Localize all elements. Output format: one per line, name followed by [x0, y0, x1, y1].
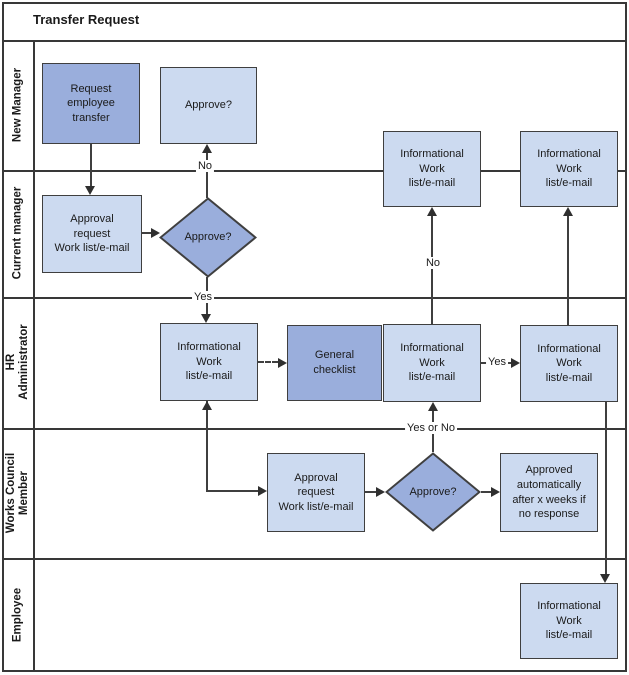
node-label: Approval request Work list/e-mail [278, 471, 354, 513]
arrowhead-right-icon [491, 487, 500, 497]
title-divider [2, 40, 627, 42]
arrowhead-right-icon [258, 486, 267, 496]
node-request-employee-transfer: Request employee transfer [42, 63, 140, 144]
node-label: Approved automatically after x weeks if … [512, 464, 586, 521]
node-label: Request employee transfer [67, 82, 115, 124]
arrowhead-up-icon [202, 144, 212, 153]
node-informational-top-right: Informational Work list/e-mail [520, 131, 618, 207]
arrowhead-up-icon [428, 402, 438, 411]
lane-divider-3 [2, 428, 627, 430]
node-label: Informational Work list/e-mail [177, 341, 241, 383]
arrowhead-up-icon [427, 207, 437, 216]
arrowhead-down-icon [85, 186, 95, 195]
lane-label-current-manager: Current manager [11, 186, 24, 280]
lane-label-column-divider [33, 40, 35, 670]
edge-hr-info3-to-employee-info [605, 402, 607, 575]
lane-divider-2 [2, 297, 627, 299]
edge-approval-request-to-decision [142, 232, 152, 234]
lane-label-works-council-member: Works Council Member [4, 452, 30, 534]
node-informational-hr-1: Informational Work list/e-mail [160, 323, 258, 401]
lane-label-new-manager: New Manager [11, 67, 24, 143]
edge-label-no-info-top-left: No [423, 257, 443, 269]
edge-decision-no-to-approve-box [206, 153, 208, 198]
node-label: Informational Work list/e-mail [400, 342, 464, 384]
edge-hr-info-to-council-request-horizontal [206, 490, 259, 492]
edge-hr-info-to-checklist-dashed [258, 361, 278, 363]
arrowhead-up-icon [563, 207, 573, 216]
edge-hr-info-to-council-request-vertical [206, 401, 208, 492]
node-label: Approve? [184, 231, 232, 244]
node-general-checklist: General checklist [287, 325, 382, 401]
decision-approve-works-council: Approve? [385, 452, 481, 532]
edge-hr-info2-no-to-info-top-left [431, 216, 433, 324]
node-label: Approve? [184, 99, 233, 112]
edge-label-yes-current-manager: Yes [192, 291, 214, 303]
lane-label-hr-administrator: HR Administrator [4, 324, 30, 400]
diamond-shape-icon [385, 452, 481, 532]
decision-approve-current-manager: Approve? [159, 197, 257, 278]
edge-label-yes-or-no-council: Yes or No [405, 422, 457, 434]
lane-label-employee: Employee [11, 587, 24, 643]
node-label: Approval request Work list/e-mail [54, 213, 130, 255]
arrowhead-right-icon [376, 487, 385, 497]
arrowhead-right-icon [151, 228, 160, 238]
node-approved-automatically: Approved automatically after x weeks if … [500, 453, 598, 532]
arrowhead-down-icon [600, 574, 610, 583]
edge-request-to-approval-request [90, 144, 92, 188]
diamond-shape-icon [159, 197, 257, 278]
node-approve-new-manager: Approve? [160, 67, 257, 144]
node-informational-hr-3: Informational Work list/e-mail [520, 325, 618, 402]
node-label: Informational Work list/e-mail [400, 148, 464, 190]
arrowhead-right-icon [278, 358, 287, 368]
node-label: Informational Work list/e-mail [537, 148, 601, 190]
node-informational-top-left: Informational Work list/e-mail [383, 131, 481, 207]
node-label: Informational Work list/e-mail [537, 600, 601, 642]
node-informational-hr-2: Informational Work list/e-mail [383, 324, 481, 402]
edge-decision-to-approved-auto [481, 491, 492, 493]
edge-council-request-to-decision [365, 491, 377, 493]
edge-hr-info3-to-info-top-right [567, 216, 569, 325]
edge-label-yes-between-hr-info: Yes [486, 356, 508, 368]
lane-divider-4 [2, 558, 627, 560]
arrowhead-down-icon [201, 314, 211, 323]
node-label: Informational Work list/e-mail [537, 342, 601, 384]
edge-label-no-current-manager: No [195, 160, 215, 172]
node-label: Approve? [409, 485, 457, 498]
diagram-title: Transfer Request [33, 12, 140, 27]
node-approval-request-works-council: Approval request Work list/e-mail [267, 453, 365, 532]
node-approval-request-current-manager: Approval request Work list/e-mail [42, 195, 142, 273]
arrowhead-right-icon [511, 358, 520, 368]
arrowhead-up-icon [202, 401, 212, 410]
node-label: General checklist [313, 349, 356, 376]
node-informational-employee: Informational Work list/e-mail [520, 583, 618, 659]
lane-divider-1 [2, 170, 627, 172]
